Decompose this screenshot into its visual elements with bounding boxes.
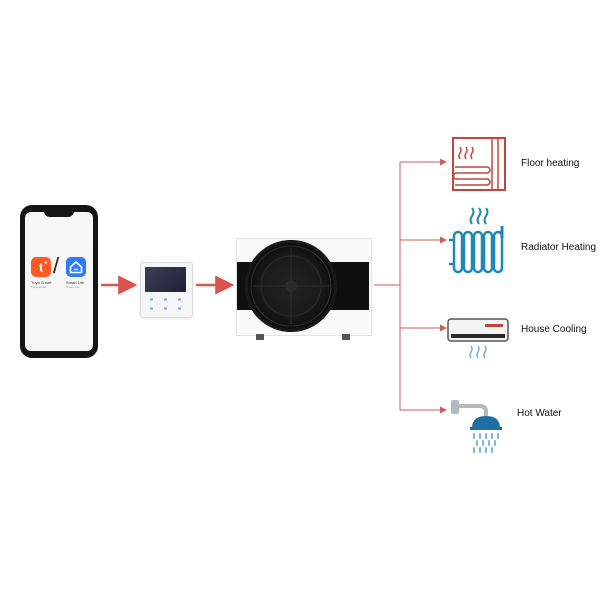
controller-button	[150, 298, 153, 301]
controller-button	[178, 298, 181, 301]
controller-display	[145, 267, 186, 292]
controller-button	[150, 307, 153, 310]
unit-foot	[342, 334, 350, 340]
floor-heating-icon	[452, 137, 506, 191]
unit-foot	[256, 334, 264, 340]
smart-life-app-sublabel: Smart Life	[66, 285, 80, 289]
label-house-cooling: House Cooling	[521, 324, 587, 335]
shower-icon	[451, 400, 502, 453]
controller-button	[164, 298, 167, 301]
label-hot-water: Hot Water	[517, 408, 562, 419]
heat-pump-fan	[245, 240, 337, 332]
label-floor-heating: Floor heating	[521, 158, 580, 169]
phone-screen	[25, 212, 93, 351]
smart-life-icon[interactable]	[66, 257, 86, 277]
radiator-icon	[449, 207, 504, 274]
tuya-icon[interactable]: t	[31, 257, 51, 277]
smart-life-app-label: Smart Life	[66, 280, 85, 285]
label-radiator-heating: Radiator Heating	[521, 242, 597, 253]
app-separator: /	[53, 253, 60, 278]
phone-notch	[44, 208, 74, 217]
controller-button	[178, 307, 181, 310]
svg-text:t: t	[39, 261, 43, 275]
controller-button	[164, 307, 167, 310]
tuya-app-sublabel: Tuya Smart	[31, 285, 47, 289]
air-conditioner-icon	[447, 318, 509, 359]
tuya-app-label: Tuya Smart	[31, 280, 52, 285]
